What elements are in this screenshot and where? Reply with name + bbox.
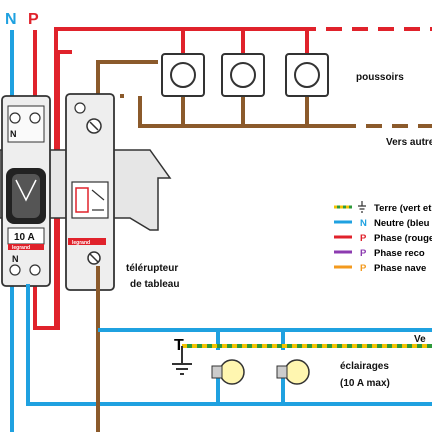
- breaker-bottom-label: N: [12, 254, 19, 264]
- breaker-brand: legrand: [12, 245, 30, 251]
- relay-label-line2: de tableau: [130, 279, 179, 290]
- legend-text-neutral: Neutre (bleu: [374, 218, 430, 229]
- pushbutton-3: [285, 53, 329, 97]
- return-wire-pushbuttons: [120, 94, 340, 128]
- legend-letter-phase: P: [360, 233, 367, 244]
- pushbuttons-label: poussoirs: [356, 72, 404, 83]
- breaker-top-label: N: [10, 129, 17, 139]
- lighting-label-line1: éclairages: [340, 361, 389, 372]
- lamp-2: [276, 359, 310, 385]
- legend-text-phase: Phase (rouge: [374, 233, 432, 244]
- return-wire-to-relay: [96, 60, 158, 108]
- lamp-1: [211, 359, 245, 385]
- pushbutton-1: [161, 53, 205, 97]
- circuit-breaker: N 10 A legrand N: [1, 95, 51, 287]
- legend-text-return: Phase reco: [374, 248, 425, 259]
- earth-terminal-letter: T: [174, 337, 184, 354]
- to-right-label: Ve: [414, 334, 426, 345]
- legend-text-shuttle: Phase nave: [374, 263, 426, 274]
- legend-text-earth: Terre (vert et: [374, 203, 432, 214]
- pushbutton-2: [221, 53, 265, 97]
- relay-label-line1: télérupteur: [126, 263, 178, 274]
- legend-letter-shuttle: P: [360, 263, 367, 274]
- legend-letter-neutral: N: [360, 218, 367, 229]
- legend-earth-icon: [358, 201, 366, 213]
- phase-wire-breaker-to-relay: [33, 50, 72, 330]
- breaker-rating: 10 A: [14, 232, 35, 243]
- earth-terminal-icon: [172, 346, 192, 375]
- legend: Terre (vert et N Neutre (bleu P Phase (r…: [334, 201, 432, 274]
- neutral-wire-from-breaker: [26, 284, 432, 406]
- remote-control-switch: legrand: [65, 93, 115, 291]
- lighting-label-line2: (10 A max): [340, 378, 390, 389]
- phase-header-letter: P: [28, 11, 39, 28]
- relay-brand: legrand: [72, 240, 90, 246]
- legend-letter-return: P: [360, 248, 367, 259]
- neutral-header-letter: N: [5, 11, 17, 28]
- to-others-label: Vers autre: [386, 137, 432, 148]
